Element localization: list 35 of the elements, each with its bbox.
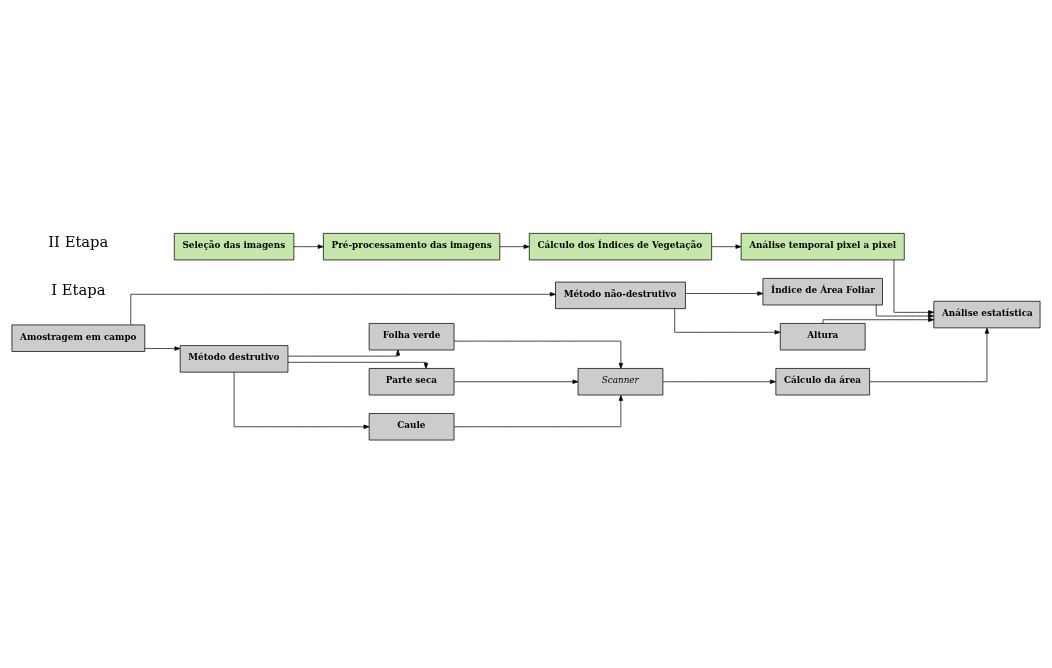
arrow <box>453 394 623 427</box>
node-box: Método não-destrutivo <box>555 281 686 309</box>
arrow <box>875 304 934 318</box>
arrow <box>869 327 990 382</box>
arrow <box>293 244 324 249</box>
arrow <box>130 291 556 325</box>
label: II Etapa <box>48 232 109 250</box>
node-box: Amostragem em campo <box>11 324 146 352</box>
arrow <box>453 340 623 369</box>
node-box: Índice de Área Foliar <box>762 277 883 305</box>
arrow <box>711 244 742 249</box>
arrow <box>453 379 579 384</box>
arrow <box>893 259 934 315</box>
node-box: Análise estatística <box>933 300 1041 328</box>
arrow <box>662 379 776 384</box>
arrow <box>685 290 764 296</box>
node-box: Folha verde <box>368 322 455 350</box>
node-box: Scanner <box>577 367 664 395</box>
arrow <box>144 345 181 351</box>
node-box: Cálculo dos Índices de Vegetação <box>528 232 712 260</box>
node-box: Parte seca <box>368 367 455 395</box>
node-box: Cálculo da área <box>775 367 870 395</box>
arrow <box>287 361 429 369</box>
arrow <box>674 307 781 334</box>
node-box: Análise temporal pixel a pixel <box>740 232 905 260</box>
node-box: Método destrutivo <box>179 344 289 372</box>
label: I Etapa <box>51 280 106 298</box>
node-box: Caule <box>368 412 455 440</box>
arrow <box>287 349 401 356</box>
arrow <box>233 371 370 429</box>
arrow <box>822 317 935 324</box>
arrow <box>499 244 530 249</box>
node-box: Pré-processamento das imagens <box>323 232 501 260</box>
node-box: Altura <box>779 322 866 350</box>
node-box: Seleção das imagens <box>173 232 295 260</box>
